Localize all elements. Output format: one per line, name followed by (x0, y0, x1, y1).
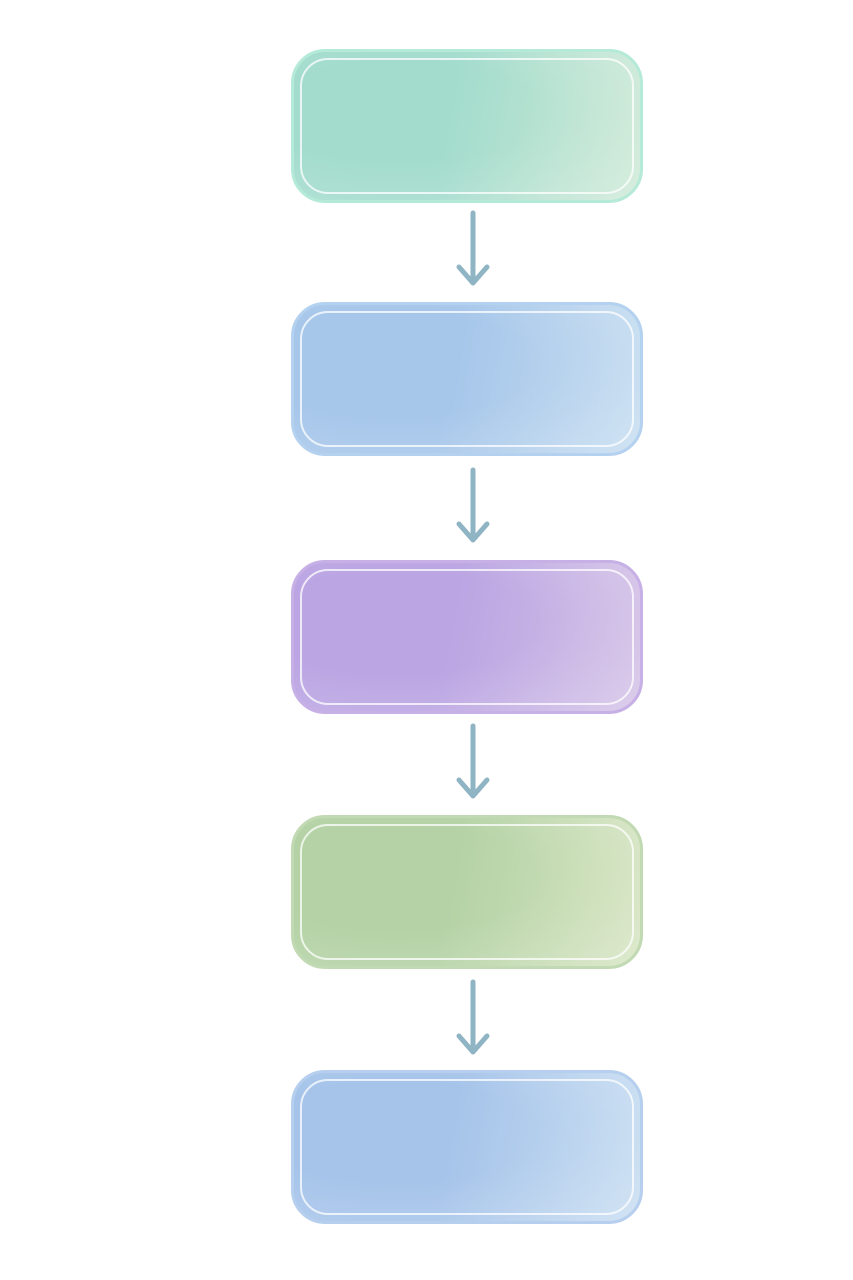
flow-step-4-box (291, 815, 643, 969)
flow-step-1-box (291, 49, 643, 203)
box-shine (294, 1073, 640, 1221)
down-arrow-1-to-2 (456, 210, 490, 286)
flow-step-5-box (291, 1070, 643, 1224)
box-shine (294, 563, 640, 711)
box-shine (294, 818, 640, 966)
down-arrow-3-to-4 (456, 723, 490, 799)
down-arrow-2-to-3 (456, 467, 490, 543)
flow-step-2-box (291, 302, 643, 456)
down-arrow-4-to-5 (456, 979, 490, 1055)
box-shine (294, 52, 640, 200)
flow-step-3-box (291, 560, 643, 714)
box-shine (294, 305, 640, 453)
